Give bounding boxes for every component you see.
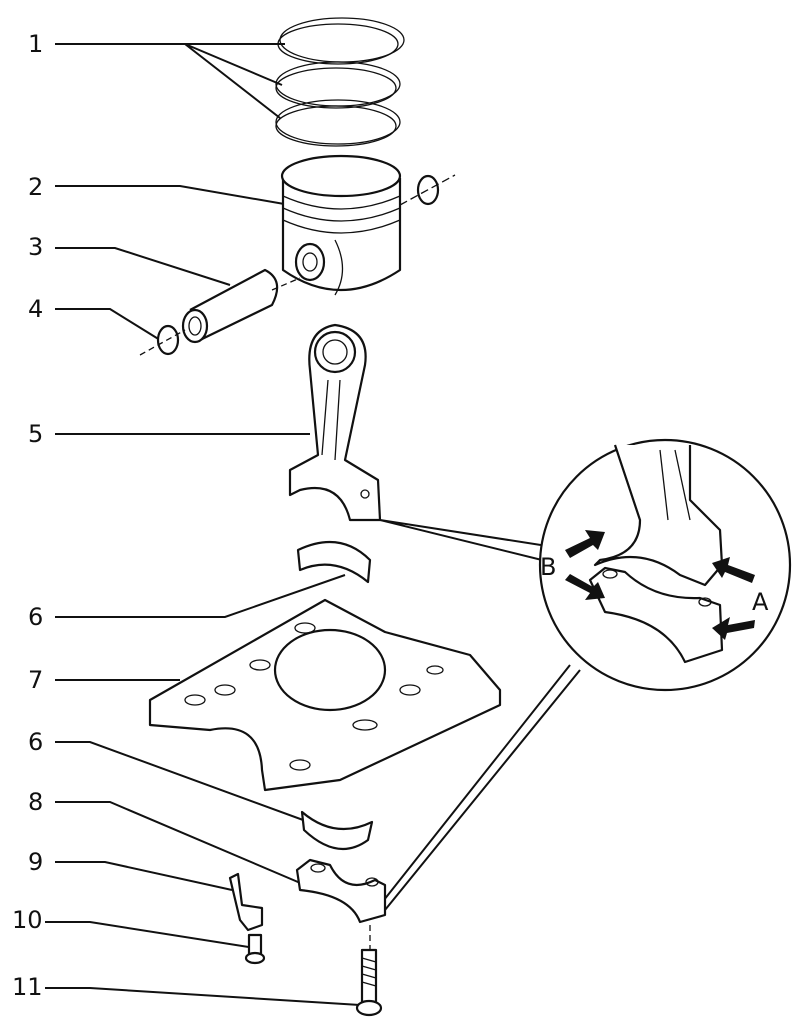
piston [280,154,402,296]
leader-lines [45,43,581,1006]
callout-3: 3 [28,233,43,261]
callout-2: 2 [28,173,43,201]
cap-bolt [355,925,383,1017]
piston-rings [275,17,405,147]
callout-9: 9 [28,848,43,876]
piston-pin [181,268,301,344]
piston-pin-circlip-right [399,174,456,206]
callout-4: 4 [28,295,43,323]
callout-6-lower: 6 [28,728,43,756]
callout-11: 11 [12,973,43,1001]
bearing-shell-lower [300,810,374,850]
callout-7: 7 [28,666,43,694]
callout-10: 10 [12,906,43,934]
callout-6-upper: 6 [28,603,43,631]
arrow-b-upper-icon [565,530,605,558]
bearing-shell-upper [296,540,372,584]
arrow-a-upper-icon [712,557,755,583]
callout-8: 8 [28,788,43,816]
arrow-b-lower-icon [565,574,605,600]
callout-1: 1 [28,30,43,58]
connecting-rod-cap [295,858,387,924]
arrow-a-lower-icon [712,617,755,640]
oil-nozzle-bracket [228,872,264,932]
detail-label-b: B [540,553,556,581]
bearing-support-plate [148,598,502,792]
connecting-rod [288,323,382,522]
detail-view-circle: B A [538,438,792,692]
piston-pin-circlip-left [139,324,186,356]
callout-5: 5 [28,420,43,448]
screw [244,933,266,965]
detail-label-a: A [752,588,769,616]
